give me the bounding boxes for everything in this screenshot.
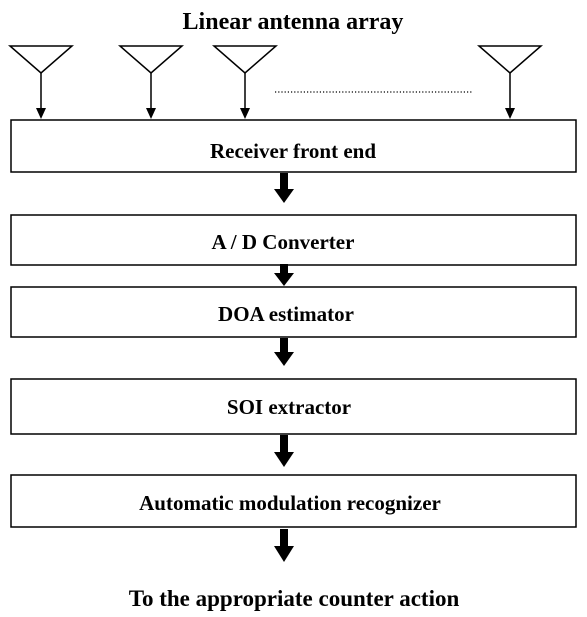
- arrow-5: [274, 529, 294, 562]
- arrow-3: [274, 338, 294, 366]
- antenna-n-icon: [476, 45, 544, 74]
- antenna-3: [211, 45, 279, 119]
- modulation-recognizer-box: [10, 474, 577, 528]
- doa-estimator-label: DOA estimator: [218, 302, 354, 326]
- antenna-1-icon: [7, 45, 75, 74]
- arrow-1: [274, 173, 294, 203]
- soi-extractor-label: SOI extractor: [227, 395, 351, 419]
- arrow-4: [274, 435, 294, 467]
- antenna-1: [7, 45, 75, 119]
- modulation-recognizer-label: Automatic modulation recognizer: [139, 491, 441, 515]
- doa-estimator-box: [10, 286, 577, 338]
- antenna-2-icon: [117, 45, 185, 74]
- diagram-title: Linear antenna array: [183, 9, 404, 35]
- antenna-n: [476, 45, 544, 119]
- soi-extractor-box: [10, 378, 577, 435]
- antenna-3-icon: [211, 45, 279, 74]
- arrow-2: [274, 264, 294, 286]
- adc-label: A / D Converter: [212, 230, 355, 254]
- antenna-2: [117, 45, 185, 119]
- receiver-front-end-label: Receiver front end: [210, 139, 376, 163]
- receiver-front-end-box: [10, 119, 577, 173]
- adc-box: [10, 214, 577, 266]
- output-label: To the appropriate counter action: [129, 586, 460, 611]
